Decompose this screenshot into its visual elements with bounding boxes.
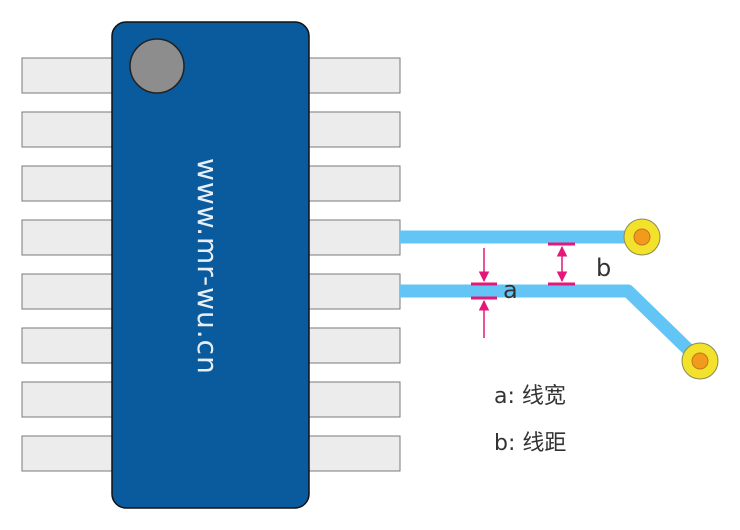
pin-left-6 [21, 327, 116, 364]
via-pad-bottom [681, 342, 719, 380]
pin-left-3 [21, 165, 116, 202]
pin-right-5 [305, 273, 401, 310]
traces [400, 230, 705, 366]
pin-right-6 [305, 327, 401, 364]
pin-left-1 [21, 57, 116, 94]
label-b: b [596, 254, 611, 282]
pin-left-8 [21, 435, 116, 472]
pin-left-7 [21, 381, 116, 418]
pin-right-7 [305, 381, 401, 418]
pin-right-4 [305, 219, 401, 256]
dimension-a-width [471, 248, 497, 338]
chip-body [111, 21, 310, 509]
pin-right-2 [305, 111, 401, 148]
right-pins [305, 57, 401, 472]
trace-bottom [400, 284, 705, 366]
dimension-b-spacing [548, 242, 575, 286]
left-pins [21, 57, 116, 472]
chip-watermark: www.mr-wu.cn [191, 158, 224, 375]
legend-line-b: b: 线距 [494, 431, 566, 456]
via-pad-top [623, 218, 661, 256]
pin-right-3 [305, 165, 401, 202]
legend-line-a: a: 线宽 [494, 384, 566, 409]
pin-left-5 [21, 273, 116, 310]
pin1-marker-dot [129, 38, 185, 94]
pin-right-1 [305, 57, 401, 94]
pin-left-4 [21, 219, 116, 256]
pin-right-8 [305, 435, 401, 472]
label-a: a [503, 276, 518, 304]
pin-left-2 [21, 111, 116, 148]
